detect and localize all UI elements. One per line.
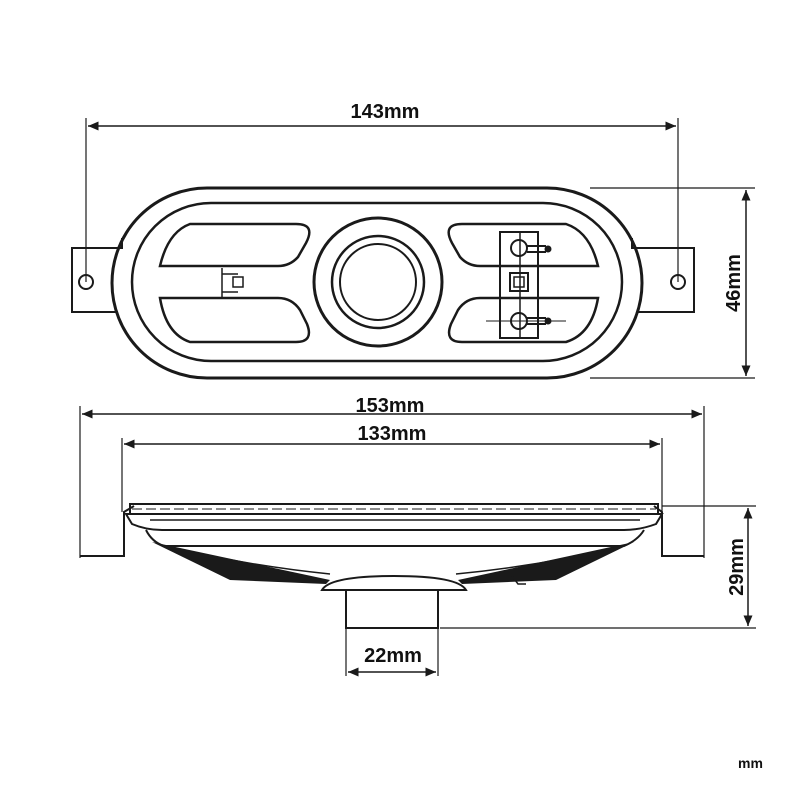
slot-lower-right bbox=[447, 296, 600, 344]
terminal-middle bbox=[509, 272, 529, 292]
cable-clip bbox=[221, 268, 238, 298]
magnet-body bbox=[345, 589, 439, 629]
basket-strut-left bbox=[152, 542, 330, 584]
terminal-upper-pin bbox=[544, 245, 552, 253]
side-view bbox=[80, 503, 704, 629]
center-magnet-inner bbox=[339, 243, 417, 321]
terminal-block bbox=[499, 231, 539, 339]
terminal-upper bbox=[510, 239, 528, 257]
cable-clip-square bbox=[232, 276, 244, 288]
inner-rim bbox=[130, 201, 624, 363]
slot-lower-left bbox=[158, 296, 311, 344]
center-magnet-ring bbox=[330, 234, 426, 330]
dim-label-magnet-diameter: 22mm bbox=[364, 645, 422, 667]
left-mounting-tab bbox=[71, 238, 123, 313]
outer-frame bbox=[110, 186, 644, 380]
dim-label-frame-width: 133mm bbox=[358, 423, 427, 445]
dimension-frame-width: 133mm bbox=[121, 423, 663, 512]
slot-upper-right bbox=[447, 222, 600, 268]
dim-label-overall-width: 153mm bbox=[356, 395, 425, 417]
dimension-height: 46mm bbox=[590, 187, 755, 379]
dimension-depth: 29mm bbox=[440, 505, 756, 629]
magnet-pot-top bbox=[320, 574, 468, 591]
dimension-top-width: 143mm bbox=[85, 101, 679, 282]
dimension-magnet-diameter: 22mm bbox=[345, 628, 439, 677]
right-mounting-tab bbox=[631, 238, 695, 313]
top-view bbox=[71, 186, 695, 380]
unit-label: mm bbox=[738, 755, 763, 771]
rim-body bbox=[124, 513, 664, 531]
dim-label-top-width: 143mm bbox=[351, 101, 420, 123]
dim-label-height: 46mm bbox=[723, 254, 745, 312]
dimension-overall-width: 153mm bbox=[79, 395, 705, 558]
slot-upper-left bbox=[158, 222, 311, 268]
dim-label-depth: 29mm bbox=[726, 538, 748, 596]
center-magnet-outer bbox=[312, 216, 444, 348]
basket bbox=[145, 529, 645, 547]
basket-strut-right bbox=[458, 542, 634, 584]
